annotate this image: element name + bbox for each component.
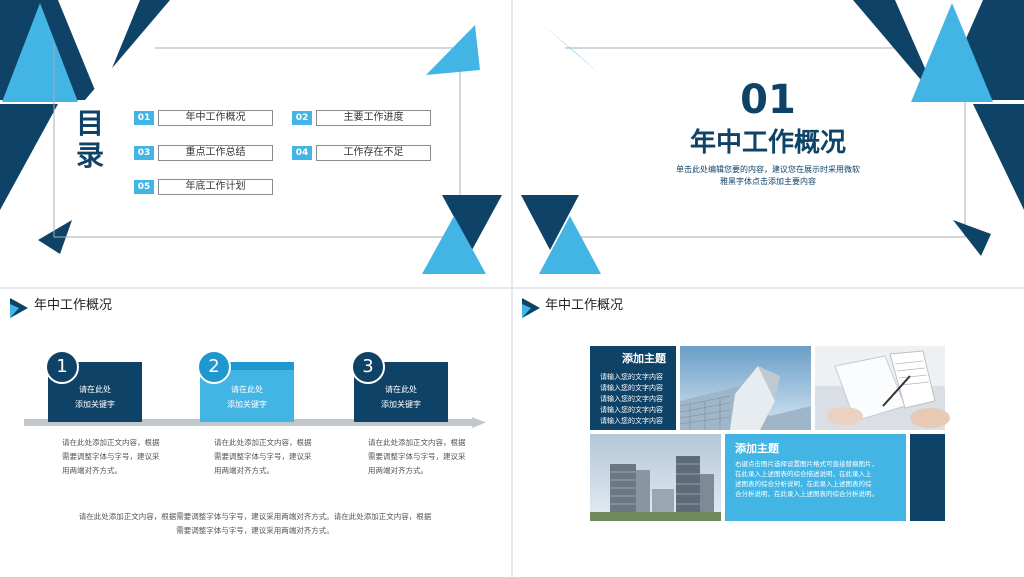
topic-tile-1-line-3: 请输入您的文字内容 [600,395,663,403]
sky-triangle-bottom-right [422,216,486,274]
slide2-decoration [521,0,1024,274]
sky-triangle-top-left [2,3,78,102]
navy-triangle-left [0,104,58,210]
section-title: 年中工作概况 [689,128,846,158]
toc-item-04-label[interactable]: 工作存在不足 [316,145,431,161]
step-2-box[interactable]: 请在此处 添加关键字 [200,362,294,422]
city-photo[interactable] [590,434,721,521]
play-triangle-icon [522,298,540,318]
sky-triangle-bottom-left [539,216,601,274]
building-photo[interactable] [679,346,811,430]
toc-item-02-number: 02 [292,111,312,125]
step-3-desc-line-3: 用两端对齐方式。 [368,466,428,475]
step-2-top-band [200,362,294,370]
step-2-line-2: 添加关键字 [227,400,267,409]
topic-tile-1[interactable]: 添加主题 请输入您的文字内容 请输入您的文字内容 请输入您的文字内容 请输入您的… [590,346,676,430]
content-frame [53,45,461,238]
slide-steps[interactable]: 年中工作概况 请在此处 添加关键字 1 请在此处 添加关键字 2 请在此处 添加… [0,289,511,577]
toc-item-05-label[interactable]: 年底工作计划 [158,179,273,195]
step-2-desc-line-2: 需要调整字体与字号，建议采 [214,452,312,461]
toc-item-01-number: 01 [134,111,154,125]
topic-tile-1-title: 添加主题 [622,352,666,365]
timeline-bar [24,419,474,426]
slide-contents[interactable]: 目 录 01 年中工作概况 02 主要工作进度 03 重点工作总结 04 工作存… [0,0,511,287]
toc-item-03-number: 03 [134,146,154,160]
toc-item-05-number: 05 [134,180,154,194]
topic-tile-2-line-3: 述图表的综合分析说明，在此录入上述图表的综 [735,480,872,488]
topic-tile-1-line-4: 请输入您的文字内容 [600,406,663,414]
step-1-box[interactable]: 请在此处 添加关键字 [48,362,142,422]
navy-accent-tile [910,434,945,521]
topic-tile-2-line-1: 右键点击图片选择设置图片格式可直接替换图片， [735,460,878,468]
step-2-number: 2 [197,350,231,384]
step-2-desc-line-3: 用两端对齐方式。 [214,466,274,475]
navy-triangle-right [973,104,1024,210]
step-1-desc-line-3: 用两端对齐方式。 [62,466,122,475]
white-triangle-top-left [58,0,140,100]
contents-title-char-2: 录 [75,139,104,172]
topic-tile-1-line-5: 请输入您的文字内容 [600,417,663,425]
navy-triangle-small-bottom-right [953,220,991,256]
toc-item-04-number: 04 [292,146,312,160]
play-triangle-icon [10,298,28,318]
step-1-number: 1 [45,350,79,384]
sky-triangle-top-right [426,25,480,75]
section-subtitle-line-1: 单击此处编辑您要的内容，建议您在展示时采用微软 [676,165,860,174]
sky-triangle-top-left [543,25,601,75]
section-number: 01 [740,77,796,123]
topic-tile-2[interactable]: 添加主题 右键点击图片选择设置图片格式可直接替换图片， 在此录入上述图表的综合描… [725,434,906,521]
sky-triangle-top-right [911,3,993,102]
topic-tile-2-line-4: 合分析说明，在此录入上述图表的综合分析说明。 [735,490,878,498]
section-frame [565,47,966,238]
toc-item-02-label[interactable]: 主要工作进度 [316,110,431,126]
step-2-desc-line-1: 请在此处添加正文内容，根据 [214,438,312,447]
summary-line-1: 请在此处添加正文内容，根据需要调整字体与字号，建议采用两端对齐方式。请在此处添加… [78,512,432,521]
step-3-number: 3 [351,350,385,384]
toc-item-03-label[interactable]: 重点工作总结 [158,145,273,161]
topic-tile-2-line-2: 在此录入上述图表的综合描述说明，在此录入上 [735,470,872,478]
navy-triangle-bottom-right [442,195,502,250]
step-3-line-1: 请在此处 [385,385,417,394]
step-1-line-1: 请在此处 [79,385,111,394]
toc-item-01-label[interactable]: 年中工作概况 [158,110,273,126]
step-2-line-1: 请在此处 [231,385,263,394]
step-3-line-2: 添加关键字 [381,400,421,409]
navy-triangle-bottom-left [521,195,579,250]
step-3-desc-line-2: 需要调整字体与字号，建议采 [368,452,466,461]
step-3-desc-line-1: 请在此处添加正文内容，根据 [368,438,466,447]
step-1-desc-line-1: 请在此处添加正文内容，根据 [62,438,160,447]
step-1-line-2: 添加关键字 [75,400,115,409]
slide1-decoration [0,0,502,274]
document-photo[interactable] [815,346,950,430]
slide4-header-title: 年中工作概况 [545,298,624,313]
slide-photo-grid[interactable]: 年中工作概况 添加主题 请输入您的文字内容 请输入您的文字内容 请输入您的文字内… [513,289,1024,577]
slide-section-01[interactable]: 01 年中工作概况 单击此处编辑您要的内容，建议您在展示时采用微软 雅黑字体点击… [513,0,1024,287]
topic-tile-2-title: 添加主题 [735,442,779,455]
section-subtitle-line-2: 雅黑字体点击添加主要内容 [720,177,816,186]
topic-tile-1-line-1: 请输入您的文字内容 [600,373,663,381]
topic-tile-1-line-2: 请输入您的文字内容 [600,384,663,392]
timeline-arrow-icon [472,417,486,428]
slide3-header-title: 年中工作概况 [34,298,113,313]
step-1-desc-line-2: 需要调整字体与字号，建议采 [62,452,160,461]
contents-title-char-1: 目 [75,107,104,140]
summary-line-2: 需要调整字体与字号，建议采用两端对齐方式。 [176,526,334,535]
